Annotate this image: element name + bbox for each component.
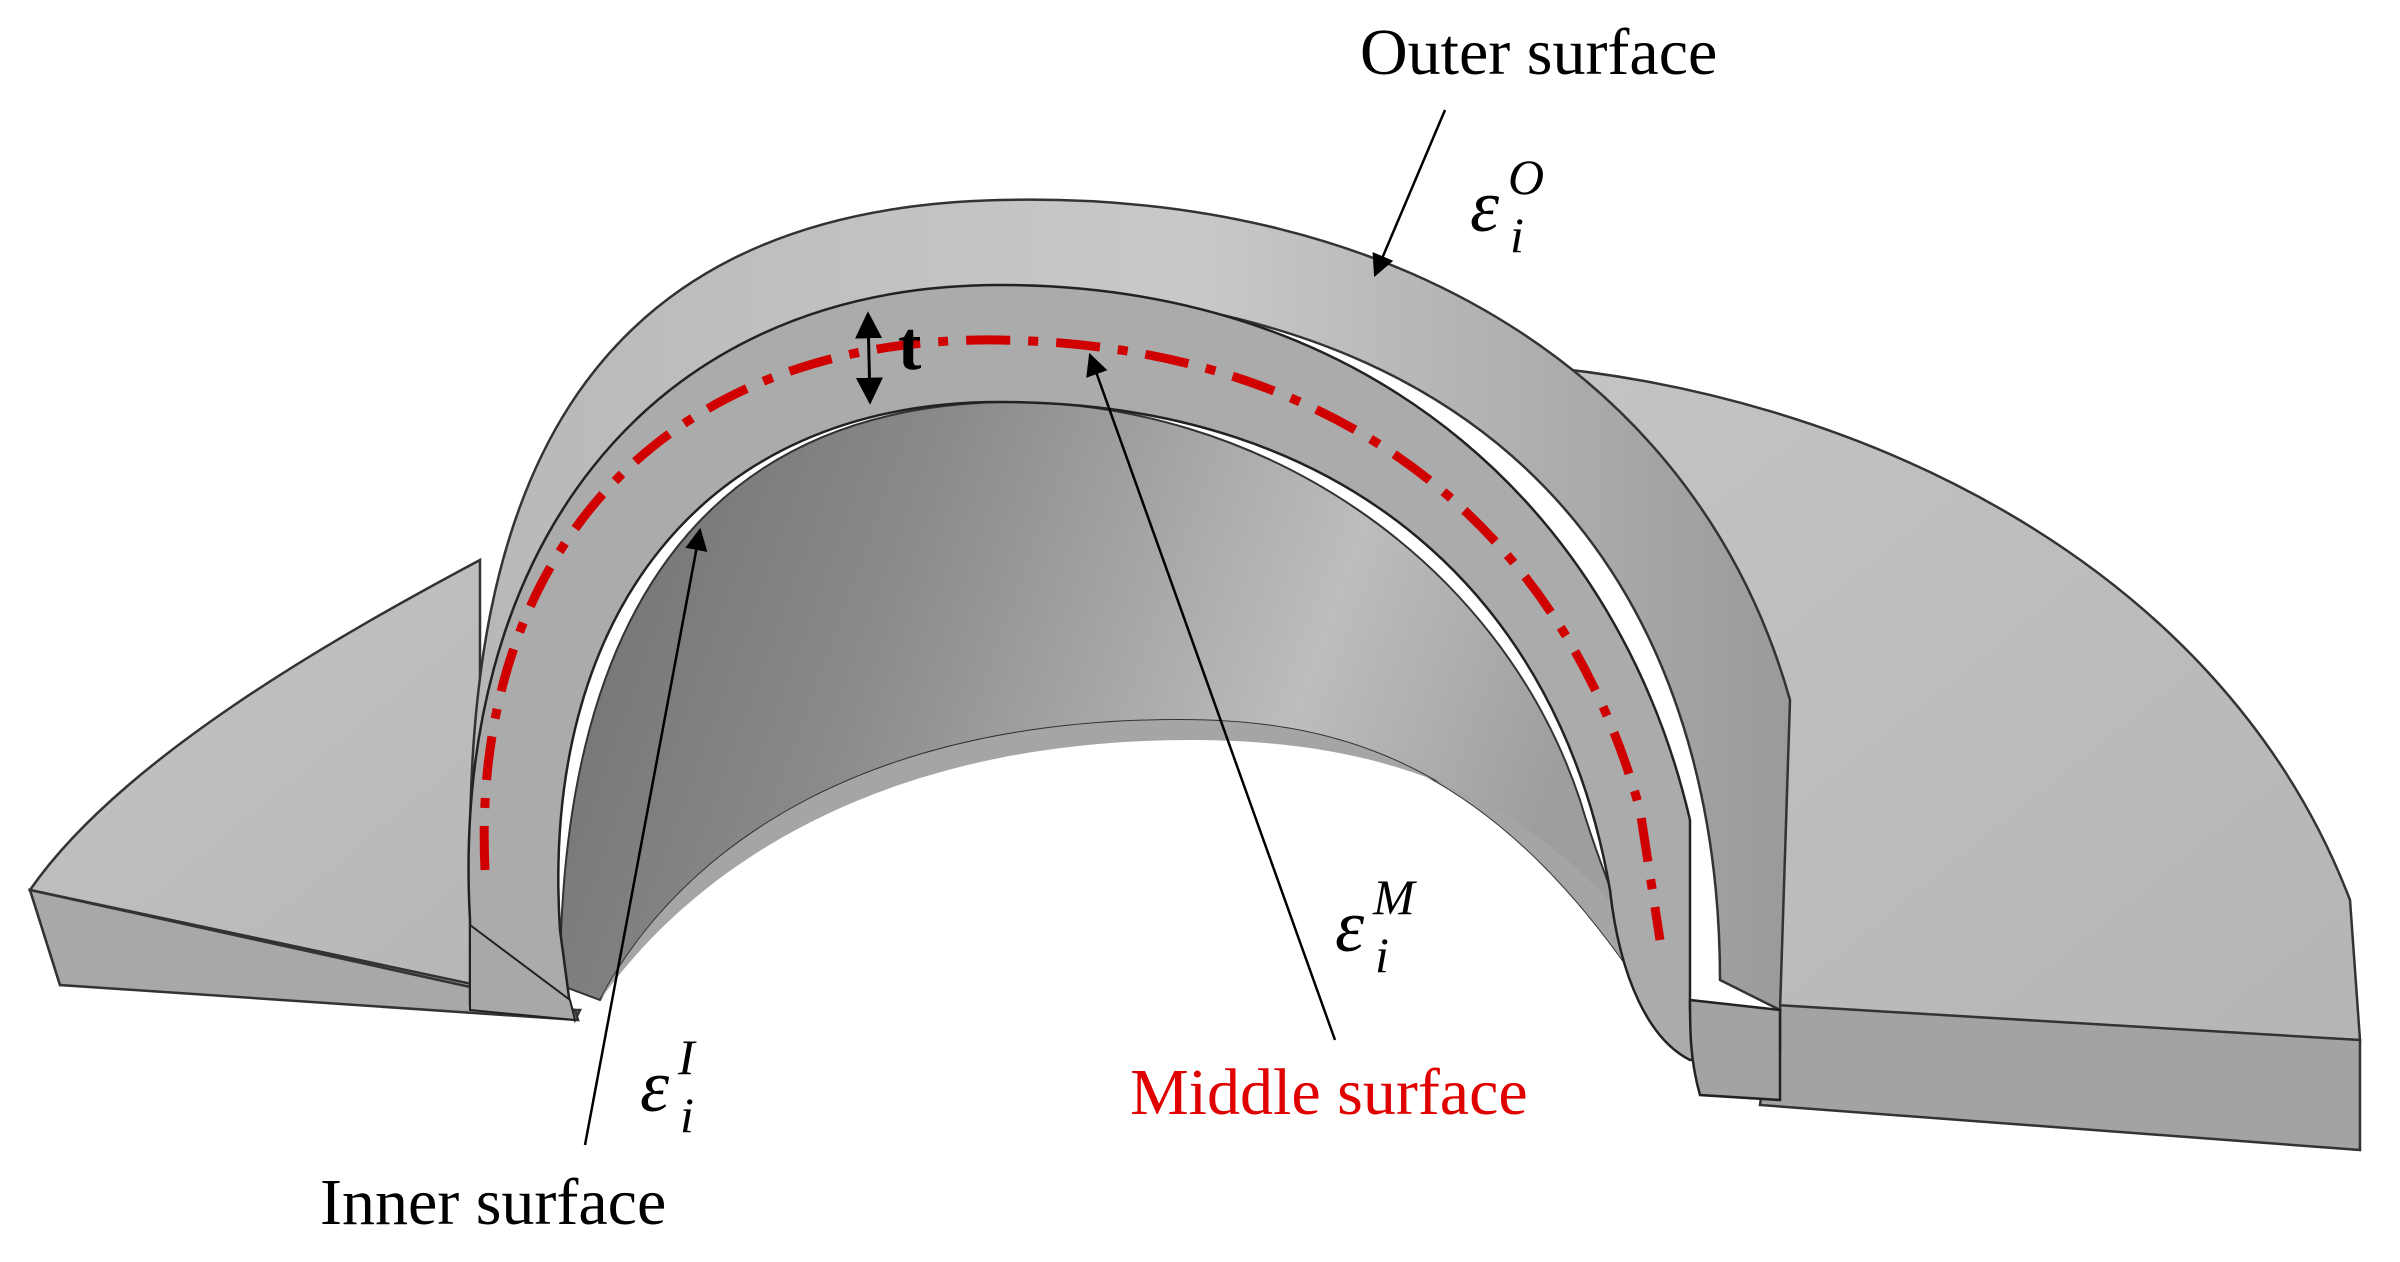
left-foot xyxy=(469,923,577,1022)
thickness-arrow xyxy=(855,311,883,405)
inner-symbol-base: ε xyxy=(640,1046,670,1128)
inner-surface-label: Inner surface xyxy=(320,1166,667,1239)
middle-surface-leader xyxy=(1086,352,1337,1041)
outer-strain-symbol: ε O i xyxy=(1470,152,1550,263)
inner-surface-leader xyxy=(583,527,708,1146)
outer-symbol-sup: O xyxy=(1508,149,1545,205)
inner-band xyxy=(600,720,1690,1010)
middle-symbol-base: ε xyxy=(1335,886,1365,968)
right-foot xyxy=(1688,998,1782,1102)
inner-cavity xyxy=(558,400,1651,1002)
middle-symbol-sub: i xyxy=(1375,927,1389,983)
inner-strain-symbol: ε I i xyxy=(640,1032,720,1143)
outer-symbol-base: ε xyxy=(1470,166,1500,248)
shell-cross-section xyxy=(467,283,1782,1062)
left-flange xyxy=(27,557,574,1007)
outer-surface-label: Outer surface xyxy=(1360,16,1718,89)
middle-surface-line xyxy=(479,335,1665,941)
middle-surface-label: Middle surface xyxy=(1130,1056,1528,1129)
outer-symbol-sub: i xyxy=(1510,207,1524,263)
outer-surface-leader xyxy=(1372,109,1447,278)
middle-symbol-sup: M xyxy=(1373,869,1415,925)
left-flange-edge xyxy=(28,888,580,1022)
inner-symbol-sup: I xyxy=(678,1029,695,1085)
middle-strain-symbol: ε M i xyxy=(1335,872,1415,983)
inner-symbol-sub: i xyxy=(680,1087,694,1143)
thickness-label: t xyxy=(898,308,922,385)
